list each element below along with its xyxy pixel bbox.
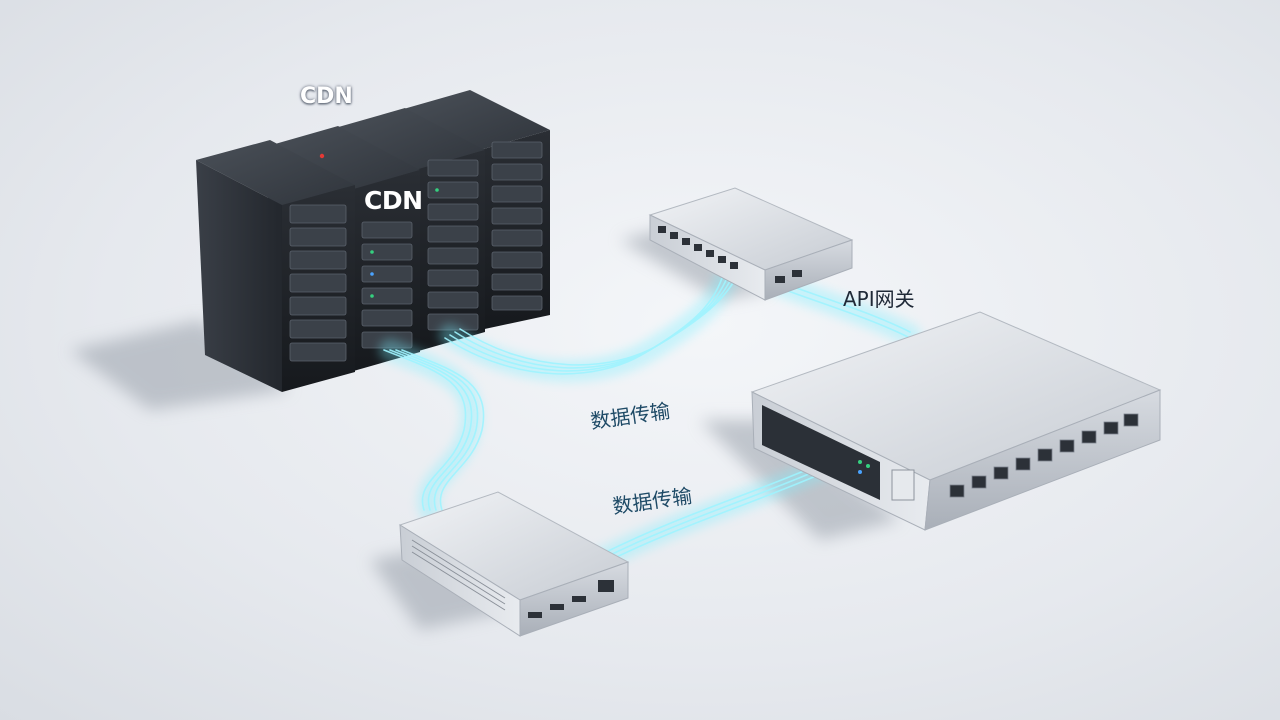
cdn-label-top: CDN [300,84,353,109]
core-switch-leds [858,460,870,474]
status-leds [319,153,439,298]
switch-ports [658,226,802,283]
fiber-cables [379,259,921,571]
vent-lines [411,539,506,611]
core-switch-ports [949,413,1139,498]
cdn-label-rack: CDN [364,186,423,215]
cable-strands [383,265,911,566]
core-network-switch [750,311,1162,531]
cdn-server-racks [196,90,550,392]
edge-device-ports [528,580,614,618]
edge-device [398,491,630,637]
api-gateway-switch [648,187,854,301]
api-gateway-label: API网关 [843,287,915,311]
drive-bays [289,141,543,362]
